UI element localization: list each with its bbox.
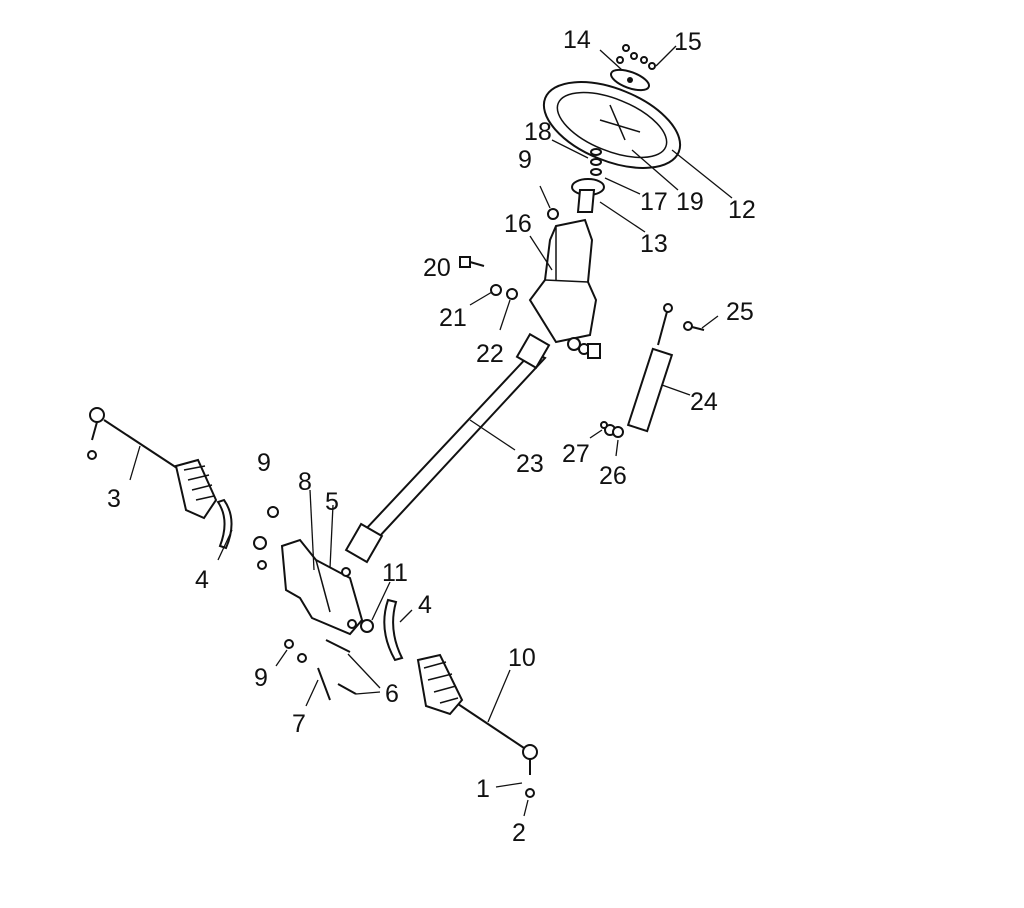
- label-15: 15: [674, 28, 702, 56]
- label-22: 22: [476, 340, 504, 368]
- label-10: 10: [508, 644, 536, 672]
- hub-plate: [610, 68, 650, 92]
- leader-lines: [129, 45, 733, 817]
- washer-22: [506, 288, 518, 300]
- label-9-top: 9: [518, 146, 532, 174]
- label-27: 27: [562, 440, 590, 468]
- label-11: 11: [382, 559, 408, 587]
- label-19: 19: [676, 188, 704, 216]
- left-tie-rod: [87, 407, 218, 520]
- washer-11: [360, 619, 374, 633]
- label-20: 20: [423, 254, 451, 282]
- steering-column-bracket: [528, 218, 598, 344]
- column-flange: [571, 178, 605, 213]
- bolt-27: [600, 421, 608, 429]
- nut: [547, 208, 559, 220]
- label-7: 7: [292, 710, 306, 738]
- label-16: 16: [504, 210, 532, 238]
- clamp-right: [383, 598, 404, 662]
- label-17: 17: [640, 188, 668, 216]
- label-25: 25: [726, 298, 754, 326]
- steering-shaft: [344, 332, 551, 564]
- steering-damper: [604, 303, 674, 436]
- label-21: 21: [439, 304, 467, 332]
- label-13: 13: [640, 230, 668, 258]
- part-labels: 1 2 3 4 4 5 6 7 8 9 9 9 10 11 12 13 14 1…: [107, 26, 756, 847]
- label-4-left: 4: [195, 566, 209, 594]
- bolt-25: [683, 321, 705, 331]
- label-3: 3: [107, 485, 121, 513]
- label-12: 12: [728, 196, 756, 224]
- label-2: 2: [512, 819, 526, 847]
- nut-21: [490, 284, 502, 296]
- nut-left-lower: [257, 560, 267, 570]
- right-tie-rod: [416, 653, 538, 798]
- label-23: 23: [516, 450, 544, 478]
- bolt-20: [459, 256, 485, 268]
- label-24: 24: [690, 388, 718, 416]
- label-9-bottom: 9: [254, 664, 268, 692]
- washer-26: [612, 426, 624, 438]
- screws: [616, 44, 656, 70]
- label-5: 5: [325, 488, 339, 516]
- clamp-left: [216, 498, 233, 550]
- nut-9-left: [267, 506, 279, 518]
- label-8: 8: [298, 468, 312, 496]
- label-26: 26: [599, 462, 627, 490]
- bolts-6-7: [317, 639, 357, 701]
- label-18: 18: [524, 118, 552, 146]
- label-6: 6: [385, 680, 399, 708]
- washer-left: [253, 536, 267, 550]
- washers: [590, 148, 602, 176]
- steering-rack: [280, 538, 364, 636]
- label-4-right: 4: [418, 591, 432, 619]
- label-14: 14: [563, 26, 591, 54]
- bolt-right: [567, 337, 601, 359]
- nut-bottom: [297, 653, 307, 663]
- nut-9-bottom: [284, 639, 294, 649]
- label-9-left: 9: [257, 449, 271, 477]
- steering-wheel: [542, 81, 682, 169]
- label-1: 1: [476, 775, 490, 803]
